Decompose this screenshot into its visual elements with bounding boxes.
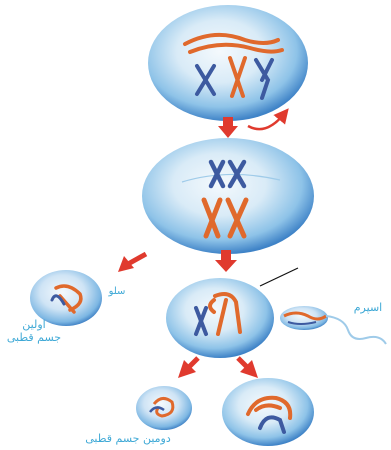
first-polar-body-label-line1: اولین (4, 318, 64, 331)
cell-primary-oocyte (148, 5, 308, 121)
cell-dividing (142, 138, 314, 254)
second-polar-body-label: دومین جسم قطبی (80, 432, 176, 445)
arrow-down-right-icon (238, 358, 258, 378)
cell-ootid (222, 378, 314, 446)
pointer-line (260, 268, 298, 286)
second-polar-body-cell (136, 386, 192, 430)
first-polar-body-label-line2: جسم قطبی (4, 331, 64, 344)
cell-secondary-oocyte (166, 278, 274, 358)
partial-label: سلو (106, 285, 128, 298)
first-polar-body-label: اولین جسم قطبی (4, 318, 64, 344)
sperm-label: اسپرم (346, 301, 390, 314)
arrow-down-left-icon (178, 358, 198, 378)
arrow-down-left-icon (118, 254, 146, 272)
sperm-tail (326, 316, 386, 344)
